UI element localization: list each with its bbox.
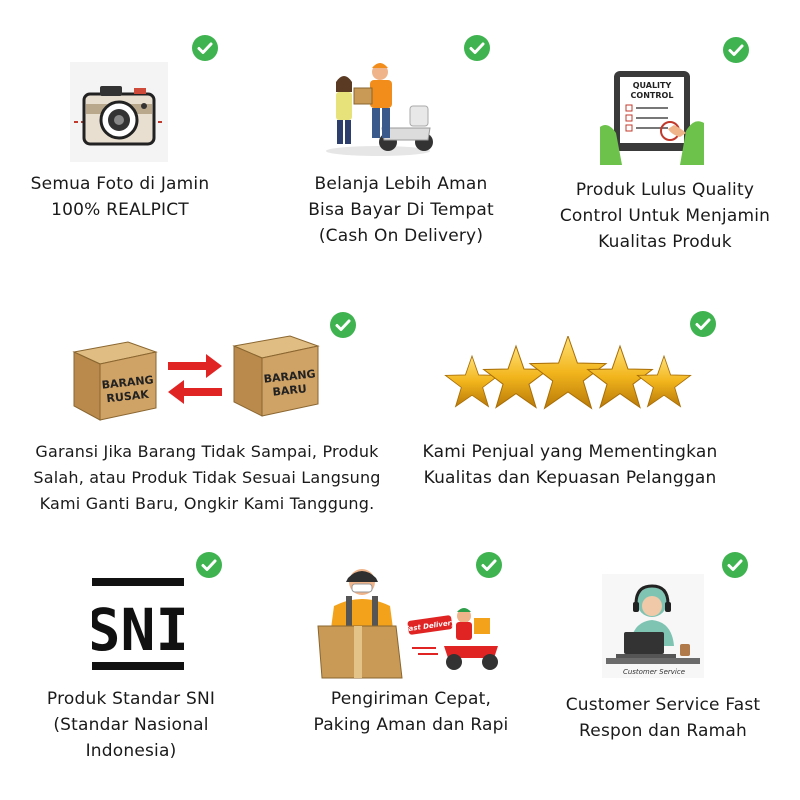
qc-title-1: QUALITY <box>633 81 672 90</box>
feature-caption-quality-control: Produk Lulus Quality Control Untuk Menja… <box>559 180 771 252</box>
box-left-label-1: BARANG <box>101 373 154 391</box>
check-icon <box>723 37 749 63</box>
feature-caption-sni: Produk Standar SNI (Standar Nasional Ind… <box>46 689 216 761</box>
camera-icon <box>70 62 168 166</box>
check-icon <box>192 35 218 61</box>
check-icon <box>464 35 490 61</box>
qc-title-2: CONTROL <box>631 91 674 100</box>
sni-icon: SNI <box>86 578 190 674</box>
feature-caption-shipping: Pengiriman Cepat, Paking Aman dan Rapi <box>313 689 509 735</box>
check-icon <box>476 552 502 578</box>
sni-text: SNI <box>92 596 184 664</box>
check-icon <box>690 311 716 337</box>
feature-caption-realpict: Semua Foto di Jamin 100% REALPICT <box>30 174 210 220</box>
box-right-label-2: BARU <box>272 382 307 399</box>
customer-service-label: Customer Service <box>623 668 685 676</box>
box-right-label-1: BARANG <box>263 367 316 385</box>
delivery-icon <box>318 58 438 162</box>
box-exchange-icon: BARANG RUSAK BARANG BARU <box>70 334 320 428</box>
check-icon <box>722 552 748 578</box>
box-left-label-2: RUSAK <box>106 388 150 405</box>
feature-caption-satisfaction: Kami Penjual yang Mementingkan Kualitas … <box>422 442 718 488</box>
quality-control-icon: QUALITY CONTROL <box>600 67 704 169</box>
courier-icon: Fast Delivery <box>308 566 504 686</box>
feature-caption-cod: Belanja Lebih Aman Bisa Bayar Di Tempat … <box>308 174 494 246</box>
feature-caption-guarantee: Garansi Jika Barang Tidak Sampai, Produk… <box>33 442 381 513</box>
stars-icon <box>444 336 692 420</box>
check-icon <box>196 552 222 578</box>
feature-caption-customer-service: Customer Service Fast Respon dan Ramah <box>565 695 761 741</box>
customer-service-icon: Customer Service <box>602 574 704 682</box>
check-icon <box>330 312 356 338</box>
